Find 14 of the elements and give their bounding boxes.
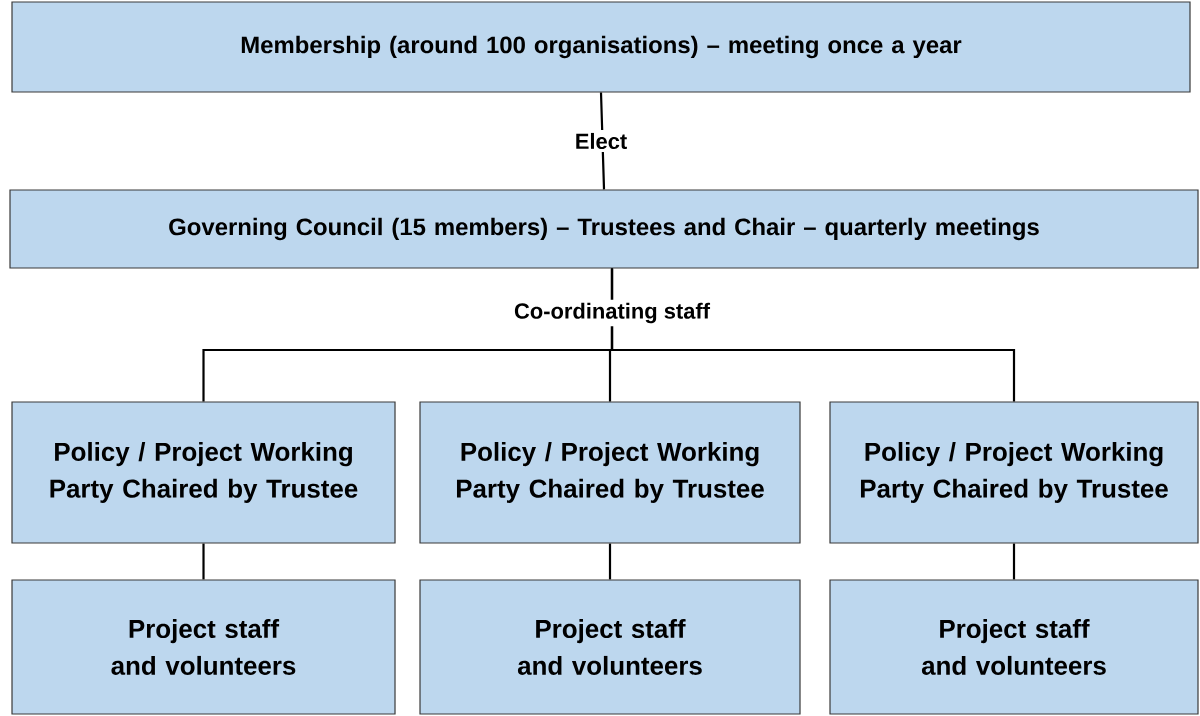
org-box: Project staff and volunteers <box>419 579 801 715</box>
org-box: Policy / Project Working Party Chaired by Trustee <box>11 401 396 544</box>
connector-line <box>1012 543 1016 580</box>
edge-label: Co-ordinating staff <box>511 299 713 327</box>
connector-line <box>610 268 1016 402</box>
org-box: Membership (around 100 organisations) – meeting once a year <box>11 1 1191 93</box>
connector-line <box>202 543 205 580</box>
connector-line <box>608 543 612 580</box>
org-box: Project staff and volunteers <box>11 579 396 715</box>
edge-label: Elect <box>571 129 631 153</box>
org-box: Project staff and volunteers <box>829 579 1199 715</box>
org-box: Policy / Project Working Party Chaired by Trustee <box>829 401 1199 544</box>
org-box: Policy / Project Working Party Chaired by Trustee <box>419 401 801 544</box>
org-box: Governing Council (15 members) – Trustees and Chair – quarterly meetings <box>9 189 1199 269</box>
